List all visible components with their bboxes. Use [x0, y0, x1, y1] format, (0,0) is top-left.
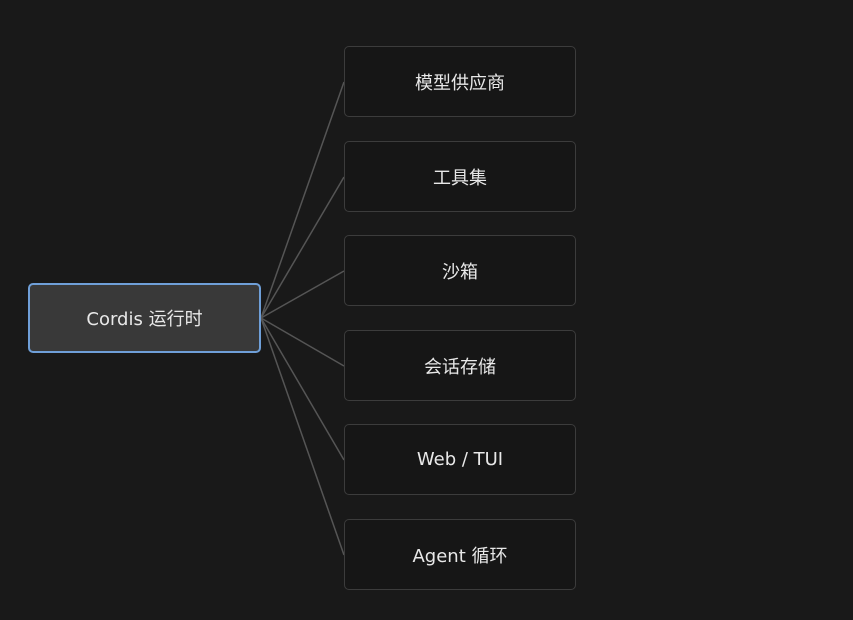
connector-line [260, 270, 345, 319]
connector-line [260, 176, 345, 319]
child-node-label: Agent 循环 [412, 545, 508, 567]
child-node-label: 工具集 [433, 167, 487, 189]
connector-line [260, 317, 345, 556]
child-node-label: 沙箱 [442, 261, 478, 283]
child-node-agent-loop[interactable]: Agent 循环 [344, 519, 576, 590]
connector-line [260, 81, 345, 319]
child-node-label: 会话存储 [424, 356, 496, 378]
child-node-toolset[interactable]: 工具集 [344, 141, 576, 212]
child-node-label: 模型供应商 [415, 72, 505, 94]
child-node-session-storage[interactable]: 会话存储 [344, 330, 576, 401]
root-node[interactable]: Cordis 运行时 [28, 283, 261, 353]
root-node-label: Cordis 运行时 [86, 309, 203, 330]
connector-line [260, 317, 345, 461]
child-node-label: Web / TUI [416, 449, 504, 470]
child-node-web-tui[interactable]: Web / TUI [344, 424, 576, 495]
child-node-sandbox[interactable]: 沙箱 [344, 235, 576, 306]
child-node-model-provider[interactable]: 模型供应商 [344, 46, 576, 117]
connector-line [260, 317, 345, 367]
